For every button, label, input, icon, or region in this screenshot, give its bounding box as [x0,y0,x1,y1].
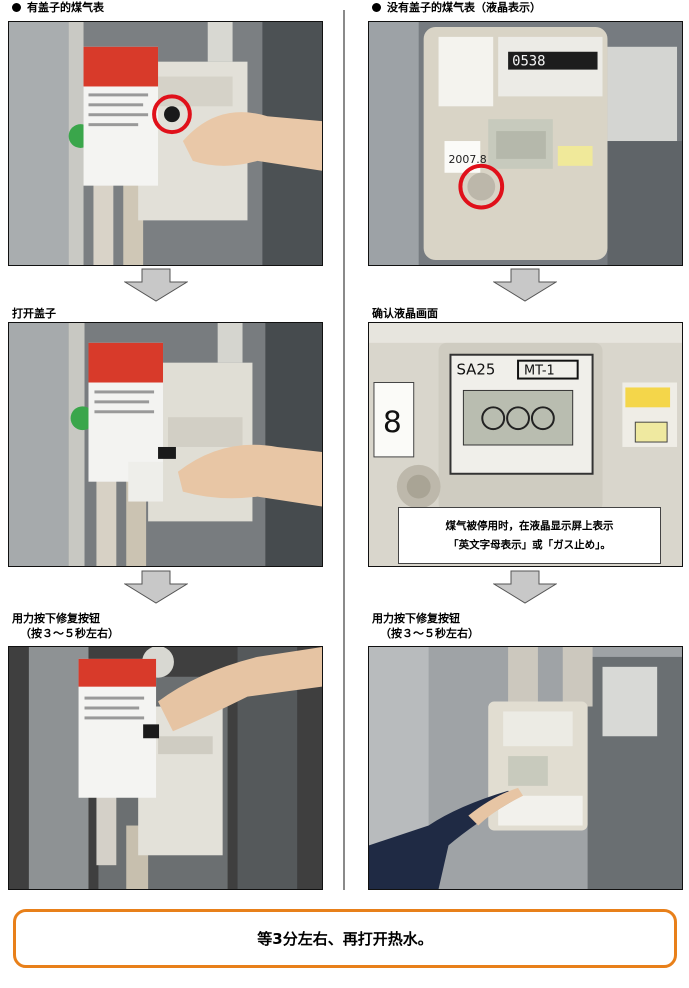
meter-reading-text: 0538 [512,54,545,70]
left-column-title: 有盖子的煤气表 [12,1,104,15]
svg-text:8: 8 [383,405,402,440]
bullet-icon [372,3,381,12]
photo-press-reset-button-left [8,646,323,890]
down-arrow-icon [124,570,188,604]
callout-line2: 「英文字母表示」或「ガス止め」。 [448,538,611,551]
footer-instruction-box: 等3分左右、再打开热水。 [13,909,677,968]
down-arrow-icon [124,268,188,302]
lcd-type-text: MT-1 [524,364,555,379]
photo-meter-lcd: 0538 2007.8 [368,21,683,266]
down-arrow-icon [493,570,557,604]
lcd-model-text: SA25 [456,361,495,379]
right-step3-label-line2: （按３～５秒左右） [380,627,479,640]
down-arrow-icon [493,268,557,302]
callout-line1: 煤气被停用时，在液晶显示屏上表示 [445,519,614,532]
left-step3-label-line2: （按３～５秒左右） [20,627,119,640]
right-step2-label: 确认液晶画面 [372,307,438,320]
bullet-icon [12,3,21,12]
right-column-title: 没有盖子的煤气表（液晶表示） [372,1,541,15]
lcd-callout-box: 煤气被停用时，在液晶显示屏上表示 「英文字母表示」或「ガス止め」。 [398,507,661,564]
footer-text: 等3分左右、再打开热水。 [257,930,433,948]
photo-cover-opened [8,322,323,567]
left-column-title-text: 有盖子的煤气表 [27,1,104,14]
column-divider [343,10,345,890]
photo-press-reset-button-right [368,646,683,890]
svg-text:2007.8: 2007.8 [448,153,486,166]
right-step3-label-line1: 用力按下修复按钮 [372,612,460,625]
left-step3-label-line1: 用力按下修复按钮 [12,612,100,625]
left-step2-label: 打开盖子 [12,307,56,320]
right-column-title-text: 没有盖子的煤气表（液晶表示） [387,1,541,14]
photo-lcd-closeup: SA25 MT-1 8 [368,322,683,567]
photo-meter-with-cover [8,21,323,266]
